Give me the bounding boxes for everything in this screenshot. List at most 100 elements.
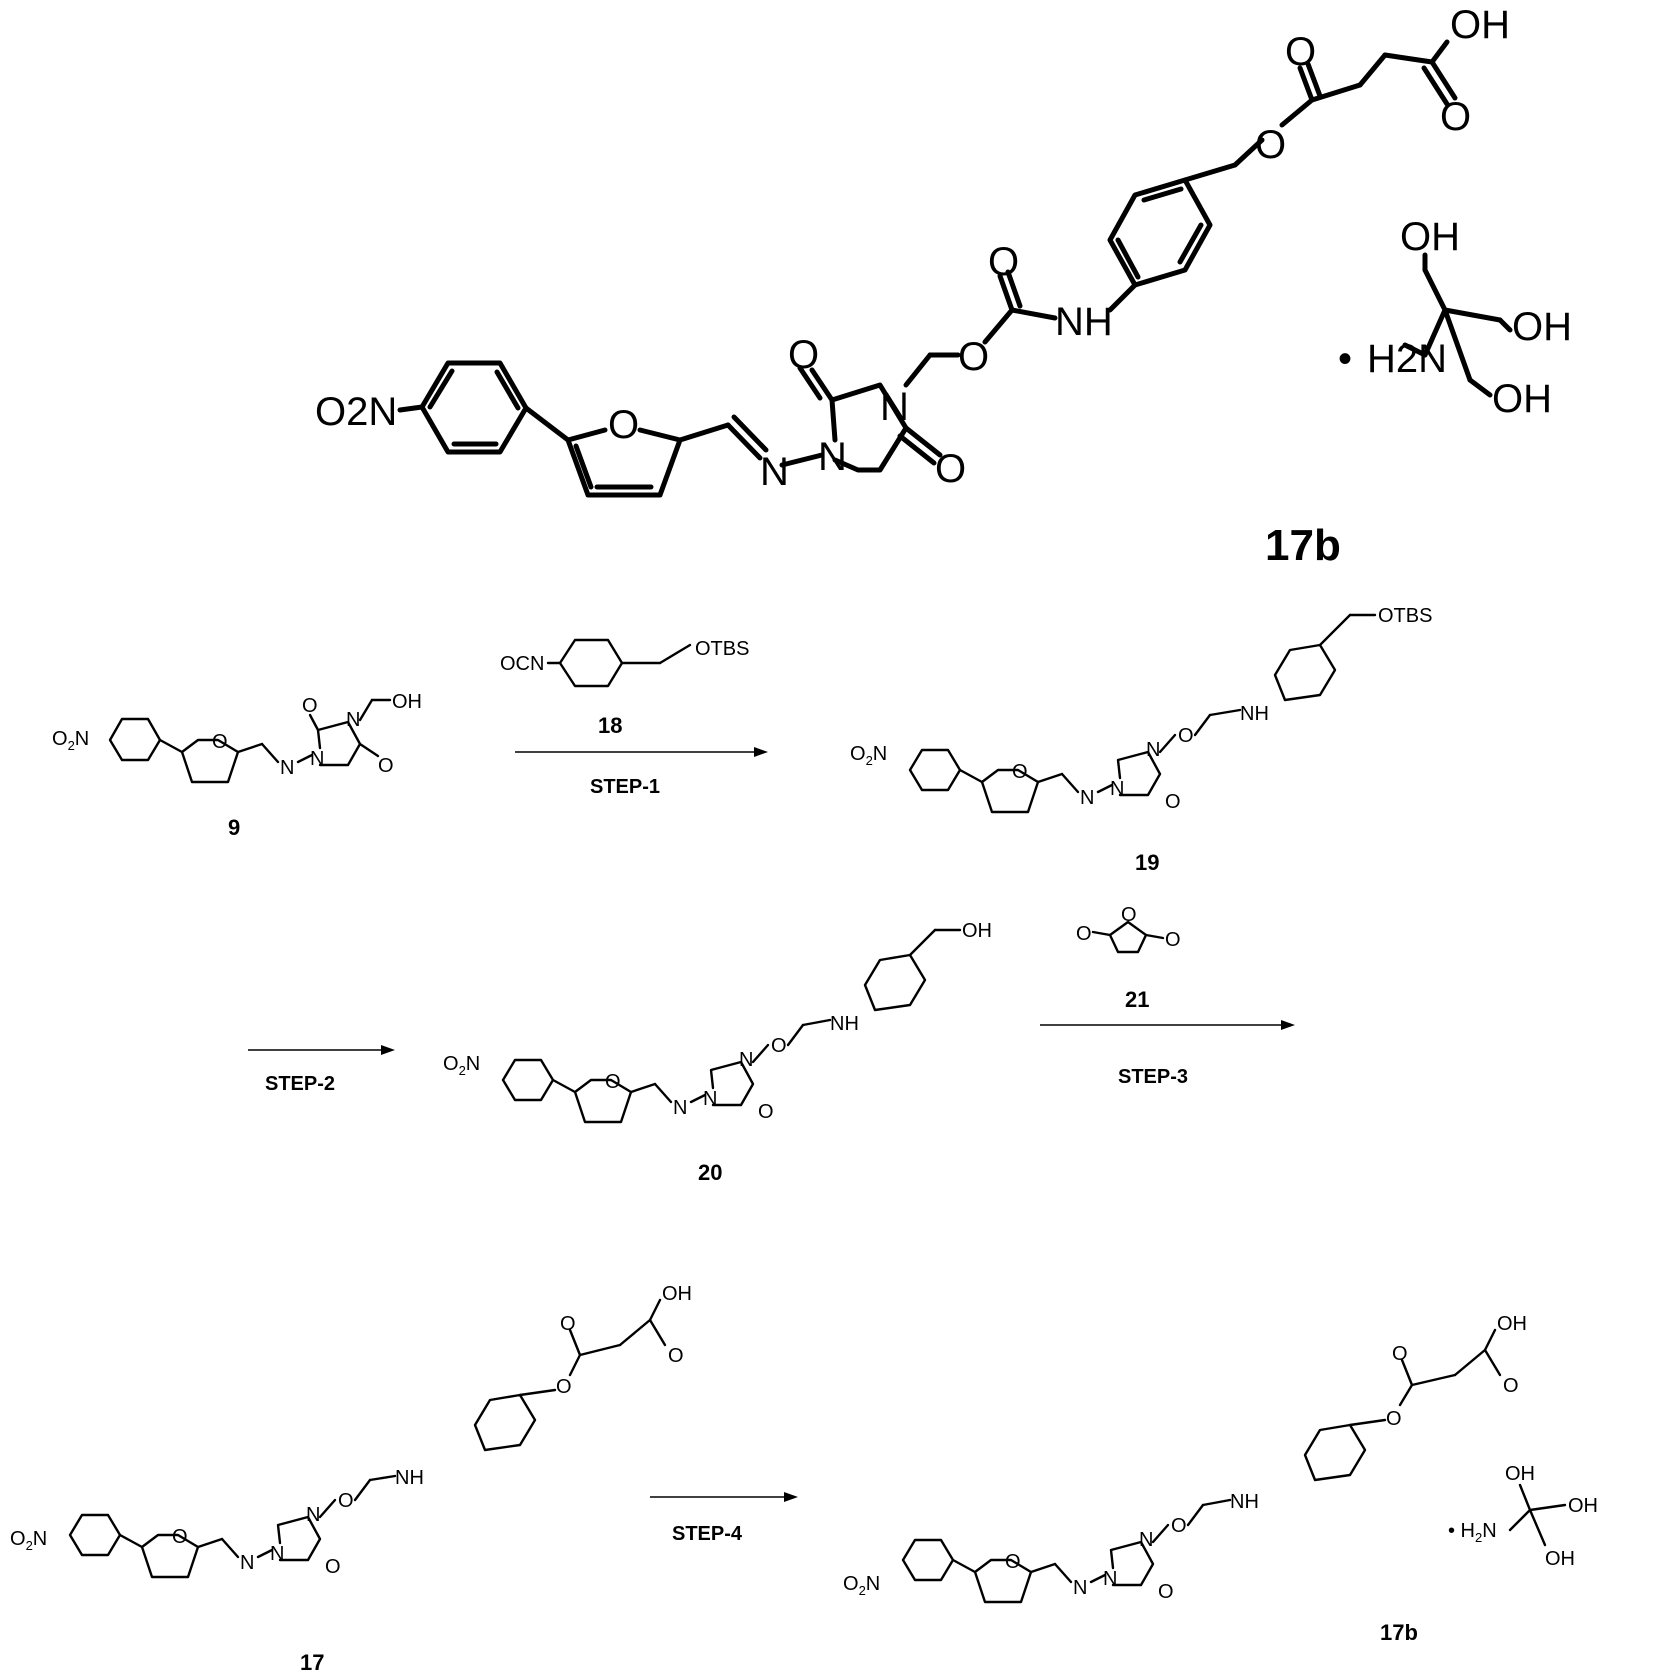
compound-label-21: 21	[1125, 987, 1149, 1012]
svg-text:O: O	[1012, 761, 1028, 783]
svg-text:O: O	[758, 1101, 774, 1123]
c2-oxygen: O	[788, 333, 819, 377]
carbamate-oxygen: O	[958, 335, 989, 379]
svg-text:N: N	[703, 1088, 717, 1110]
svg-text:OH: OH	[1497, 1313, 1527, 1335]
structure-17b-large: O2N O N N N O O O O NH O O OH O • H2N OH…	[315, 3, 1572, 570]
svg-text:O: O	[338, 1490, 354, 1512]
svg-text:OH: OH	[1568, 1495, 1598, 1517]
svg-text:OH: OH	[662, 1283, 692, 1305]
step-4-label: STEP-4	[672, 1523, 743, 1545]
svg-text:N: N	[280, 757, 294, 779]
arrow-step-2: STEP-2	[248, 1045, 395, 1095]
svg-text:O2N: O2N	[52, 728, 89, 753]
svg-text:O: O	[556, 1376, 572, 1398]
svg-text:O: O	[1121, 904, 1137, 926]
compound-18-otbs: OTBS	[695, 638, 749, 660]
compound-9-oh: OH	[392, 691, 422, 713]
imine-nitrogen: N	[760, 450, 789, 494]
svg-text:N: N	[346, 709, 360, 731]
arrow-step-4: STEP-4	[650, 1492, 798, 1545]
svg-text:O2N: O2N	[443, 1053, 480, 1078]
salt-dot: •	[1338, 337, 1352, 381]
compound-label-18: 18	[598, 713, 622, 738]
structure-19: O2N O N N N O O NH OTBS 19	[850, 605, 1432, 875]
svg-text:N: N	[306, 1504, 320, 1526]
svg-text:O: O	[1392, 1343, 1408, 1365]
structure-17b-small: O2N O N N N O O NH O O OH O • H2N OH OH …	[843, 1313, 1598, 1645]
svg-text:N: N	[1110, 778, 1124, 800]
svg-text:O2N: O2N	[10, 1528, 47, 1553]
svg-text:NH: NH	[1230, 1491, 1259, 1513]
compound-label-17b-large: 17b	[1265, 521, 1341, 570]
svg-text:O: O	[1165, 929, 1181, 951]
o2n-group: O2N	[315, 390, 397, 434]
svg-text:NH: NH	[830, 1013, 859, 1035]
hydantoin-n3: N	[880, 385, 909, 429]
svg-text:O: O	[668, 1345, 684, 1367]
svg-text:O: O	[771, 1035, 787, 1057]
tris-amine: H2N	[1367, 337, 1447, 381]
svg-text:N: N	[1080, 787, 1094, 809]
compound-20-oh: OH	[962, 920, 992, 942]
svg-text:O: O	[172, 1526, 188, 1548]
svg-text:N: N	[1146, 739, 1160, 761]
acid-hydroxyl: OH	[1450, 3, 1510, 47]
ester-carbonyl-oxygen: O	[1285, 30, 1316, 74]
svg-text:N: N	[739, 1049, 753, 1071]
svg-text:O: O	[378, 755, 394, 777]
svg-text:O2N: O2N	[850, 743, 887, 768]
svg-text:N: N	[1103, 1568, 1117, 1590]
compound-label-19: 19	[1135, 850, 1159, 875]
svg-text:O: O	[1503, 1375, 1519, 1397]
furan-oxygen: O	[608, 403, 639, 447]
tris-hydroxyl-1: OH	[1400, 215, 1460, 259]
compound-19-otbs: OTBS	[1378, 605, 1432, 627]
svg-text:OH: OH	[1505, 1463, 1535, 1485]
svg-text:O: O	[1165, 791, 1181, 813]
ester-oxygen: O	[1255, 123, 1286, 167]
svg-text:OH: OH	[1545, 1548, 1575, 1570]
structure-9: O2N O N N N O O OH 9	[52, 691, 422, 840]
carbamate-nh: NH	[1055, 300, 1113, 344]
svg-text:O: O	[1158, 1581, 1174, 1603]
svg-text:N: N	[1139, 1529, 1153, 1551]
step-3-label: STEP-3	[1118, 1066, 1188, 1088]
svg-text:N: N	[673, 1097, 687, 1119]
tris-hydroxyl-3: OH	[1492, 377, 1552, 421]
svg-text:NH: NH	[395, 1467, 424, 1489]
compound-label-9: 9	[228, 815, 240, 840]
compound-label-17: 17	[300, 1650, 324, 1675]
svg-text:O: O	[1178, 725, 1194, 747]
svg-text:O: O	[302, 695, 318, 717]
structure-21: O O O 21	[1076, 904, 1181, 1012]
step-2-label: STEP-2	[265, 1073, 335, 1095]
svg-text:NH: NH	[1240, 703, 1269, 725]
arrow-step-3: STEP-3	[1040, 1020, 1295, 1088]
svg-text:N: N	[310, 748, 324, 770]
carbamate-carbonyl-oxygen: O	[988, 240, 1019, 284]
svg-text:O: O	[1386, 1408, 1402, 1430]
svg-text:O: O	[1171, 1515, 1187, 1537]
svg-text:O: O	[325, 1556, 341, 1578]
svg-text:O: O	[560, 1313, 576, 1335]
structure-17: O2N O N N N O O NH O O OH O 17	[10, 1283, 692, 1675]
svg-text:N: N	[1073, 1577, 1087, 1599]
compound-label-17b-small: 17b	[1380, 1620, 1418, 1645]
structure-20: O2N O N N N O O NH OH 20	[443, 920, 992, 1185]
step-1-label: STEP-1	[590, 776, 660, 798]
svg-text:O: O	[605, 1071, 621, 1093]
svg-text:N: N	[270, 1543, 284, 1565]
svg-text:O2N: O2N	[843, 1573, 880, 1598]
c4-oxygen: O	[935, 447, 966, 491]
svg-text:• H2N: • H2N	[1448, 1520, 1497, 1545]
tris-hydroxyl-2: OH	[1512, 305, 1572, 349]
svg-text:N: N	[240, 1552, 254, 1574]
acid-carbonyl-oxygen: O	[1440, 95, 1471, 139]
arrow-step-1: STEP-1	[515, 747, 768, 798]
compound-18-ocn: OCN	[500, 653, 544, 675]
structure-18: OCN OTBS 18	[500, 638, 749, 738]
compound-label-20: 20	[698, 1160, 722, 1185]
svg-text:O: O	[1005, 1551, 1021, 1573]
